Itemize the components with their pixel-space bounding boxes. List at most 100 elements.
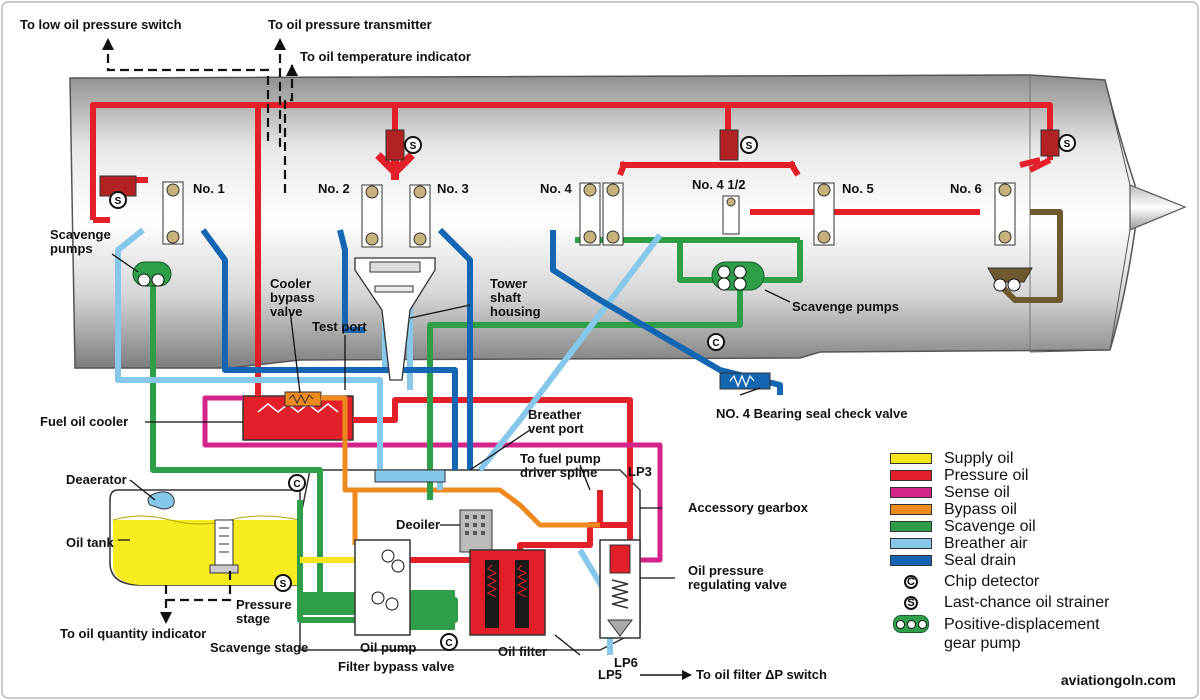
svg-text:S: S: [746, 141, 753, 152]
label-lp6: LP6: [614, 655, 638, 670]
oil-filter: [469, 549, 546, 636]
legend-label: Bypass oil: [944, 500, 1017, 518]
seal-drain-swatch: [890, 555, 932, 566]
legend-item-sense-oil: Sense oil: [890, 484, 1190, 501]
label-oil-temperature-indicator: To oil temperature indicator: [300, 49, 471, 64]
strainer-no4: S: [719, 129, 758, 161]
chip-detector-1: C: [707, 333, 725, 351]
deaerator: [147, 491, 175, 510]
label-lp3: LP3: [628, 464, 652, 479]
label-bearing-no2: No. 2: [318, 181, 350, 196]
legend-label: Sense oil: [944, 483, 1010, 501]
legend-item-chip-detector: C Chip detector: [890, 573, 1190, 590]
legend-label: Seal drain: [944, 551, 1017, 569]
legend-label: Positive-displacement gear pump: [944, 616, 1100, 652]
label-bearing-no1: No. 1: [193, 181, 225, 196]
tail-cone: [1129, 184, 1187, 231]
label-pressure-stage: Pressure stage: [236, 597, 292, 626]
label-scavenge-pumps-right: Scavenge pumps: [792, 299, 899, 314]
legend-label: Supply oil: [944, 449, 1014, 467]
label-bearing-no4-half: No. 4 1/2: [692, 177, 746, 192]
scavenge-pump-left: [132, 261, 172, 287]
pressure-oil-swatch: [890, 470, 932, 481]
fuel-oil-cooler: [242, 391, 354, 441]
arrow-up-1: [102, 38, 114, 50]
label-tower-shaft-housing: Tower shaft housing: [490, 276, 541, 319]
label-oil-quantity-indicator: To oil quantity indicator: [60, 626, 207, 641]
label-deaerator: Deaerator: [66, 472, 127, 487]
scavenge-pump-right: [711, 261, 765, 291]
sense-oil-swatch: [890, 487, 932, 498]
legend-label: Pressure oil: [944, 466, 1029, 484]
legend: Supply oil Pressure oil Sense oil Bypass…: [890, 450, 1190, 653]
oil-tank: [109, 489, 301, 586]
legend-item-seal-drain: Seal drain: [890, 552, 1190, 569]
legend-label: Scavenge oil: [944, 517, 1036, 535]
label-filter-bypass-valve: Filter bypass valve: [338, 659, 455, 674]
legend-label: Breather air: [944, 534, 1028, 552]
scavenge-pump-no6: [987, 267, 1033, 292]
legend-item-bypass-oil: Bypass oil: [890, 501, 1190, 518]
label-test-port: Test port: [312, 319, 367, 334]
bypass-oil-lines: [321, 395, 600, 545]
strainer-no6: S: [1040, 129, 1076, 157]
label-no4-seal-check-valve: NO. 4 Bearing seal check valve: [716, 406, 908, 421]
leader-lines: [111, 253, 791, 579]
chip-detector-3: C: [440, 633, 458, 651]
bearing-no2: [361, 184, 383, 248]
svg-text:S: S: [410, 141, 417, 152]
legend-item-pressure-oil: Pressure oil: [890, 467, 1190, 484]
label-accessory-gearbox: Accessory gearbox: [688, 500, 808, 515]
label-oil-pump: Oil pump: [360, 640, 417, 655]
legend-item-gear-pump: Positive-displacement gear pump: [890, 615, 1190, 653]
legend-label: Chip detector: [944, 572, 1040, 590]
label-scavenge-pumps-left: Scavenge pumps: [50, 227, 111, 256]
legend-label: Last-chance oil strainer: [944, 593, 1110, 611]
bypass-oil-swatch: [890, 504, 932, 515]
chip-detector-2: C: [288, 474, 306, 492]
label-oil-pressure-regulating-valve: Oil pressure regulating valve: [688, 563, 787, 592]
bearing-no4-half: [722, 195, 740, 235]
breather-air-swatch: [890, 538, 932, 549]
svg-text:C: C: [712, 338, 719, 349]
bearing-no1: [162, 181, 184, 245]
label-bearing-no5: No. 5: [842, 181, 874, 196]
label-fuel-oil-cooler: Fuel oil cooler: [40, 414, 129, 429]
label-deoiler: Deoiler: [396, 517, 441, 532]
legend-item-supply-oil: Supply oil: [890, 450, 1190, 467]
strainer-pump: S: [274, 574, 292, 592]
strainer-no1: S: [99, 175, 137, 209]
legend-item-breather-air: Breather air: [890, 535, 1190, 552]
svg-text:S: S: [280, 579, 287, 590]
scavenge-oil-swatch: [890, 521, 932, 532]
label-bearing-no4: No. 4: [540, 181, 572, 196]
label-oil-filter: Oil filter: [498, 644, 548, 659]
label-scavenge-stage: Scavenge stage: [210, 640, 309, 655]
bearing-no6: [994, 182, 1016, 246]
label-oil-filter-dp-switch: To oil filter ΔP switch: [696, 667, 827, 682]
chip-detector-icon: C: [904, 574, 918, 589]
bearing-no4a: [579, 182, 601, 246]
label-oil-pressure-transmitter: To oil pressure transmitter: [268, 17, 432, 32]
label-oil-tank: Oil tank: [66, 535, 114, 550]
oil-pressure-regulating-valve: [599, 539, 641, 639]
oil-pump: [354, 539, 411, 636]
label-lp5: LP5: [598, 667, 622, 682]
label-bearing-no3: No. 3: [437, 181, 469, 196]
label-low-oil-pressure-switch: To low oil pressure switch: [20, 17, 182, 32]
strainer-no2: S: [385, 129, 422, 161]
legend-item-strainer: S Last-chance oil strainer: [890, 594, 1190, 611]
svg-text:C: C: [293, 479, 300, 490]
svg-text:C: C: [445, 638, 452, 649]
bearing-no3: [409, 184, 431, 248]
seal-drain-lines: [200, 227, 783, 470]
credit-watermark: aviationgoln.com: [1060, 672, 1176, 688]
label-fuel-pump-driver-spline: To fuel pump driver spline: [520, 451, 601, 480]
svg-text:S: S: [1064, 139, 1071, 150]
label-cooler-bypass-valve: Cooler bypass valve: [270, 276, 315, 319]
bearing-no4b: [602, 182, 624, 246]
deoiler: [459, 509, 493, 553]
instrument-lines: [106, 40, 294, 625]
label-breather-vent-port: Breather vent port: [528, 407, 584, 436]
